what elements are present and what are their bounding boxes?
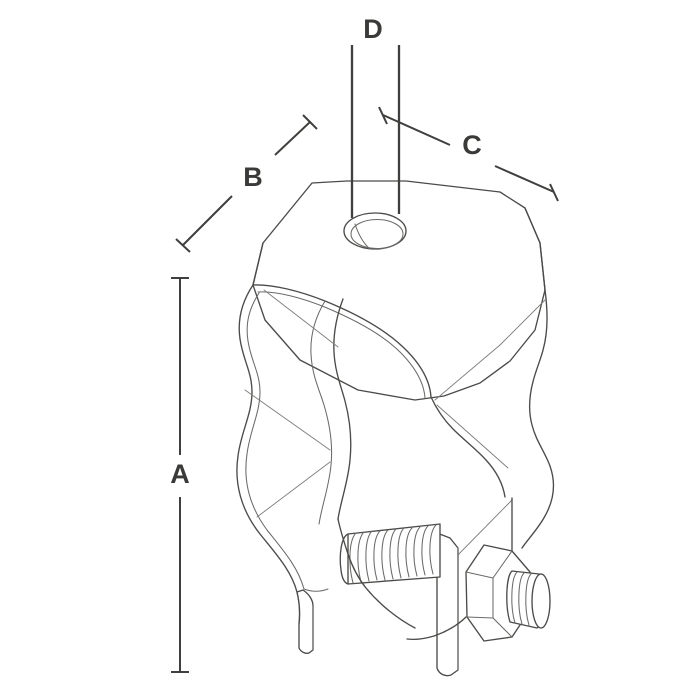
- dimension-b: B: [175, 114, 318, 253]
- facet-line-mid-left: [244, 389, 331, 451]
- facet-line-lower-left: [256, 461, 331, 518]
- facet-line-upper-left: [263, 289, 339, 348]
- dimension-a-label: A: [170, 459, 190, 489]
- saddle-rim-outer: [252, 284, 432, 398]
- bolt-tip-thread-arcs: [511, 571, 532, 626]
- center-arm-inner: [310, 300, 333, 525]
- dimension-b-tick-end: [302, 114, 318, 130]
- dimension-a: A: [170, 277, 190, 673]
- saddle-lower-curve: [337, 518, 416, 629]
- top-plate-fold-left: [252, 242, 264, 286]
- center-arm-outer: [333, 298, 352, 520]
- dimension-b-line-lower: [182, 195, 233, 246]
- dimension-d-label: D: [363, 14, 383, 44]
- hex-nut-facet-right: [492, 617, 513, 638]
- dimension-c-line-left: [382, 114, 451, 146]
- facet-line-upper-right: [434, 344, 501, 401]
- dimension-c-tick-start: [378, 106, 388, 125]
- dimension-c-label: C: [462, 130, 482, 160]
- dimension-c: C: [378, 106, 559, 202]
- bolt-thread-arcs: [349, 524, 437, 584]
- bolt-tip-endcap: [531, 573, 551, 629]
- dimension-b-line-upper: [274, 121, 311, 156]
- right-leg: [406, 616, 467, 641]
- dimension-d: D: [350, 14, 401, 218]
- rear-arm-outer: [521, 289, 555, 549]
- left-leg: [296, 589, 314, 654]
- front-arm-bolt-connector: [303, 588, 329, 592]
- front-arm-inner: [245, 292, 305, 590]
- facet-line-lower-right: [449, 499, 513, 564]
- mounting-hole-inner: [350, 218, 404, 250]
- dimension-c-tick-end: [549, 183, 559, 202]
- dimension-c-line-right: [494, 165, 555, 193]
- dimension-b-tick-start: [175, 238, 191, 253]
- dimension-b-label: B: [243, 162, 263, 192]
- part-geometry: [236, 180, 555, 677]
- top-plate-right-edge: [524, 207, 546, 291]
- saddle-rim-inner: [257, 291, 426, 399]
- mounting-hole-shading: [354, 223, 371, 250]
- rear-arm-inner-edge: [430, 396, 506, 498]
- facet-line-right-upper: [499, 299, 546, 346]
- facet-line-mid-right: [436, 404, 509, 469]
- bolt-shank-body: [347, 523, 441, 585]
- top-plate-outline: [252, 180, 546, 401]
